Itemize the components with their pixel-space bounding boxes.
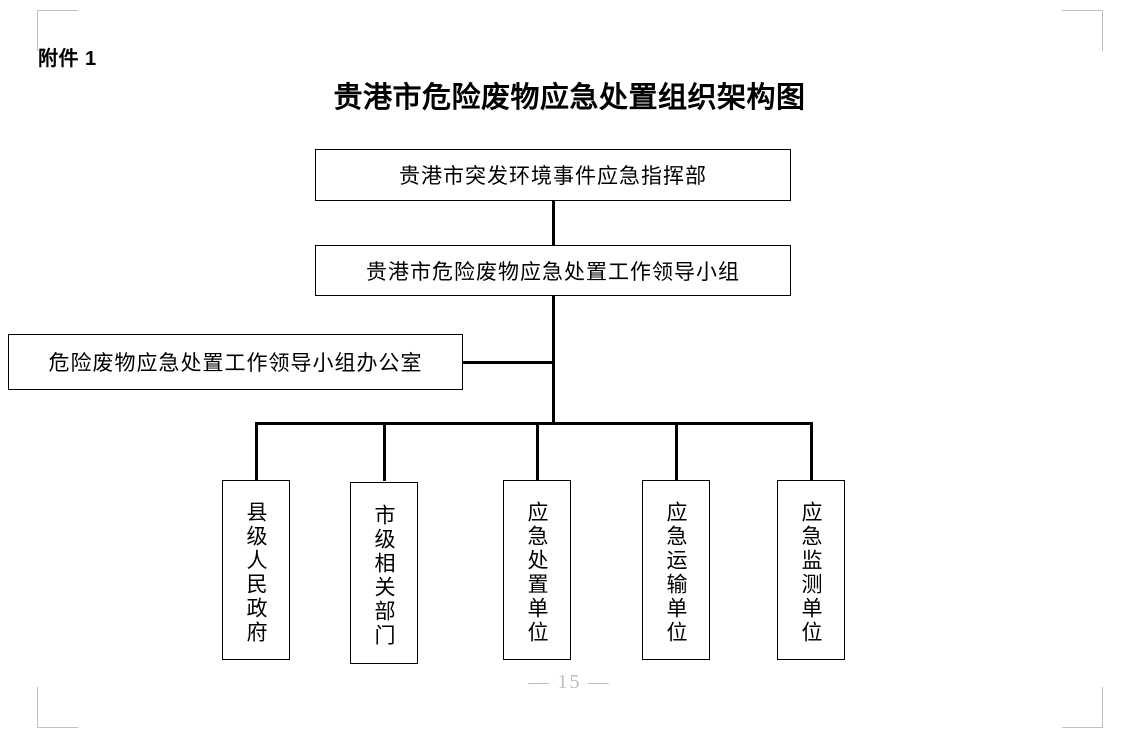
node-monitoring-unit-label: 应急监测单位 xyxy=(799,501,823,645)
connector-command-to-leading xyxy=(552,200,555,245)
node-leading-group-office[interactable]: 危险废物应急处置工作领导小组办公室 xyxy=(8,334,463,390)
node-transport-unit-label: 应急运输单位 xyxy=(664,501,688,645)
crop-mark-top-left xyxy=(37,10,78,51)
node-command-center-label: 贵港市突发环境事件应急指挥部 xyxy=(399,164,707,188)
connector-drop-transport xyxy=(675,422,678,481)
crop-mark-bottom-left xyxy=(37,687,78,728)
node-county-government[interactable]: 县级人民政府 xyxy=(222,480,290,660)
node-transport-unit[interactable]: 应急运输单位 xyxy=(642,480,710,660)
node-disposal-unit-label: 应急处置单位 xyxy=(525,501,549,645)
node-county-government-label: 县级人民政府 xyxy=(244,501,268,645)
attachment-label: 附件 1 xyxy=(38,48,97,70)
node-monitoring-unit[interactable]: 应急监测单位 xyxy=(777,480,845,660)
connector-drop-disposal xyxy=(536,422,539,481)
node-city-departments-label: 市级相关部门 xyxy=(372,504,396,648)
crop-mark-top-right xyxy=(1062,10,1103,51)
page-title: 贵港市危险废物应急处置组织架构图 xyxy=(333,82,806,114)
connector-drop-county xyxy=(255,422,258,481)
node-leading-group-label: 贵港市危险废物应急处置工作领导小组 xyxy=(366,259,740,284)
node-command-center[interactable]: 贵港市突发环境事件应急指挥部 xyxy=(315,149,791,201)
connector-office-branch xyxy=(462,361,554,364)
connector-drop-city xyxy=(383,422,386,481)
crop-mark-bottom-right xyxy=(1062,687,1103,728)
connector-horizontal-bus xyxy=(255,422,813,425)
node-city-departments[interactable]: 市级相关部门 xyxy=(350,482,418,664)
connector-leading-spine xyxy=(552,295,555,425)
node-leading-group-office-label: 危险废物应急处置工作领导小组办公室 xyxy=(48,351,423,375)
node-disposal-unit[interactable]: 应急处置单位 xyxy=(503,480,571,660)
node-leading-group[interactable]: 贵港市危险废物应急处置工作领导小组 xyxy=(315,245,791,296)
page-number: — 15 — xyxy=(528,671,611,693)
connector-drop-monitor xyxy=(810,422,813,481)
